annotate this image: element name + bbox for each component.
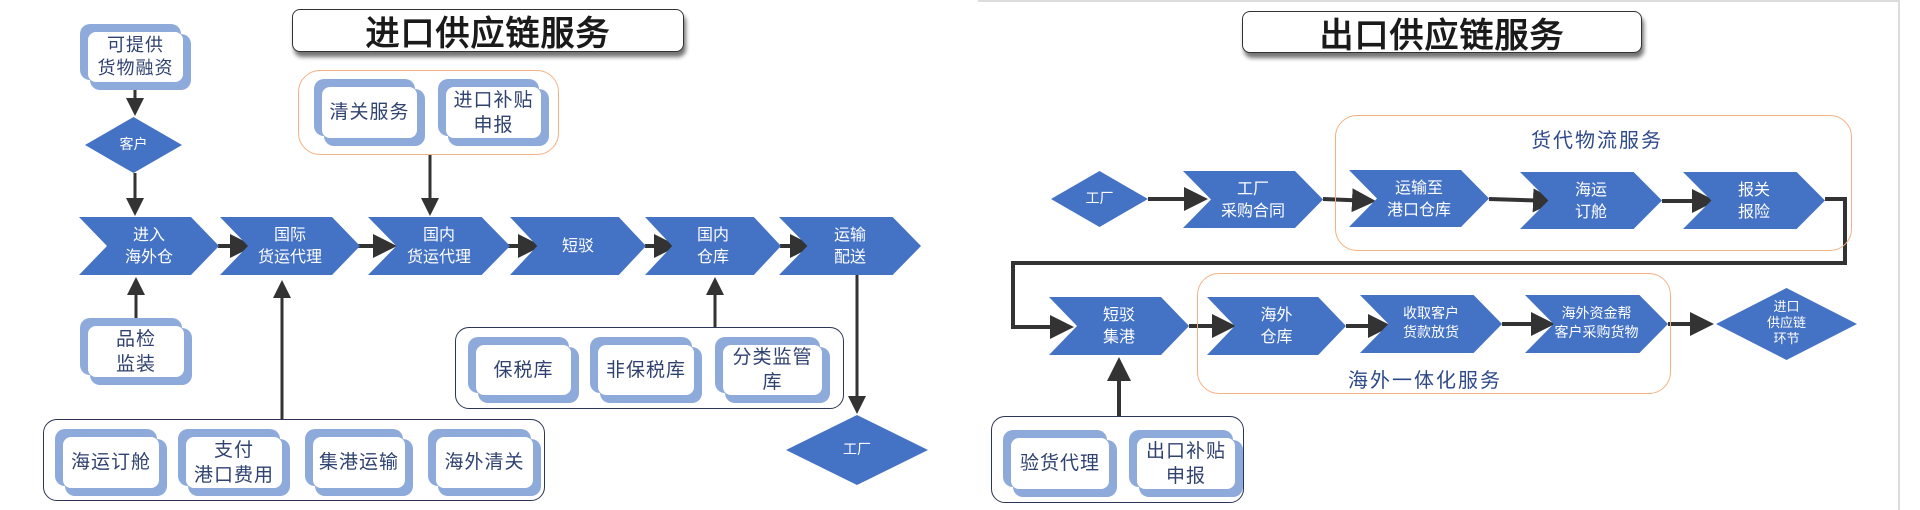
import-chain-step: 国内 仓库	[645, 217, 781, 275]
arrow-port-warehouse-to-booking	[1488, 188, 1557, 213]
export-row2-step: 收取客户 货款放货	[1360, 295, 1502, 353]
financing-card: 可提供 货物融资	[80, 24, 191, 90]
import-chain-end-diamond: 进口 供应链 环节	[1716, 288, 1857, 360]
customs-service-group	[298, 70, 559, 155]
customer-label: 客户	[119, 136, 148, 153]
card-label: 分类监管 库	[723, 345, 822, 395]
import-chain-step-label: 国内 仓库	[696, 225, 729, 266]
freight-service-card: 海外清关	[428, 429, 541, 496]
export-row1-step: 海运 订舱	[1520, 172, 1662, 229]
warehouse-type-card: 非保税库	[590, 337, 702, 403]
import-chain-step-label: 国际 货运代理	[257, 225, 322, 266]
export-services-group	[991, 416, 1244, 503]
export-service-card: 出口补贴 申报	[1129, 430, 1243, 497]
export-row1-step: 报关 报险	[1683, 172, 1825, 229]
customs-clearance-card: 清关服务	[314, 79, 425, 146]
card-label: 海外清关	[436, 437, 533, 488]
freight-service-card: 海运订舱	[55, 429, 167, 496]
export-row1-step: 工厂 采购合同	[1183, 171, 1323, 228]
import-chain-step-label: 短驳	[561, 236, 594, 256]
arrow-customs-to-drayage	[1011, 197, 1847, 339]
freight-logistics-group-label: 货代物流服务	[1531, 128, 1663, 152]
export-row2-step: 海外资金帮 客户采购货物	[1525, 295, 1668, 353]
import-subsidy-card: 进口补贴 申报	[438, 79, 549, 146]
card-label: 支付 港口费用	[186, 437, 282, 488]
slide-frame-top	[978, 0, 1900, 2]
export-title: 出口供应链服务	[1242, 11, 1642, 56]
export-step-label: 运输至 港口仓库	[1386, 177, 1451, 219]
import-chain-step-label: 国内 货运代理	[406, 225, 471, 266]
card-label: 海运订舱	[63, 437, 159, 488]
export-step-label: 报关 报险	[1737, 179, 1770, 221]
import-chain-step: 短驳	[510, 217, 646, 275]
export-row2-step: 海外 仓库	[1207, 297, 1346, 355]
customer-diamond: 客户	[85, 117, 182, 173]
import-title: 进口供应链服务	[292, 9, 684, 54]
slide-frame-right	[1898, 0, 1900, 510]
export-row2-step: 短驳 集港	[1049, 297, 1189, 355]
import-chain-step-label: 运输 配送	[833, 225, 866, 266]
arrow-contract-to-port-warehouse	[1322, 188, 1376, 213]
overseas-integration-group-label: 海外一体化服务	[1348, 368, 1502, 392]
freight-service-card: 集港运输	[305, 429, 413, 496]
overseas-integration-group	[1197, 273, 1671, 394]
card-label: 非保税库	[598, 345, 694, 395]
card-label: 品检 监装	[88, 326, 184, 377]
warehouse-type-card: 分类监管 库	[715, 337, 830, 403]
import-chain-step-label: 进入 海外仓	[124, 225, 173, 266]
factory-label: 工厂	[1085, 190, 1114, 207]
import-chain-step: 国际 货运代理	[220, 217, 360, 275]
import-chain-end-label: 进口 供应链 环节	[1766, 299, 1806, 348]
export-row1-step: 运输至 港口仓库	[1349, 170, 1489, 227]
freight-service-card: 支付 港口费用	[178, 429, 290, 496]
warehouse-types-group	[455, 327, 844, 409]
import-chain-step: 进入 海外仓	[79, 217, 219, 275]
inspection-card: 品检 监装	[80, 318, 192, 385]
card-label: 集港运输	[313, 437, 405, 488]
card-label: 进口补贴 申报	[446, 87, 541, 138]
financing-card-label: 可提供 货物融资	[88, 32, 183, 82]
export-step-label: 收取客户 货款放货	[1403, 306, 1459, 341]
import-chain-step: 国内 货运代理	[368, 217, 510, 275]
export-step-label: 海外 仓库	[1260, 305, 1293, 346]
freight-logistics-group	[1335, 115, 1852, 251]
factory-label: 工厂	[843, 441, 871, 458]
card-label: 清关服务	[322, 87, 417, 138]
export-step-label: 海外资金帮 客户采购货物	[1554, 306, 1639, 341]
export-step-label: 短驳 集港	[1102, 305, 1135, 346]
card-label: 出口补贴 申报	[1137, 438, 1235, 489]
card-label: 验货代理	[1011, 438, 1109, 489]
export-service-card: 验货代理	[1003, 430, 1117, 497]
export-step-label: 工厂 采购合同	[1220, 178, 1285, 220]
export-factory-diamond: 工厂	[1051, 171, 1148, 227]
import-chain-step: 运输 配送	[779, 217, 921, 275]
import-factory-diamond: 工厂	[786, 415, 928, 485]
warehouse-type-card: 保税库	[468, 337, 579, 403]
export-step-label: 海运 订舱	[1574, 179, 1607, 221]
card-label: 保税库	[476, 345, 571, 395]
freight-services-group	[43, 419, 545, 501]
